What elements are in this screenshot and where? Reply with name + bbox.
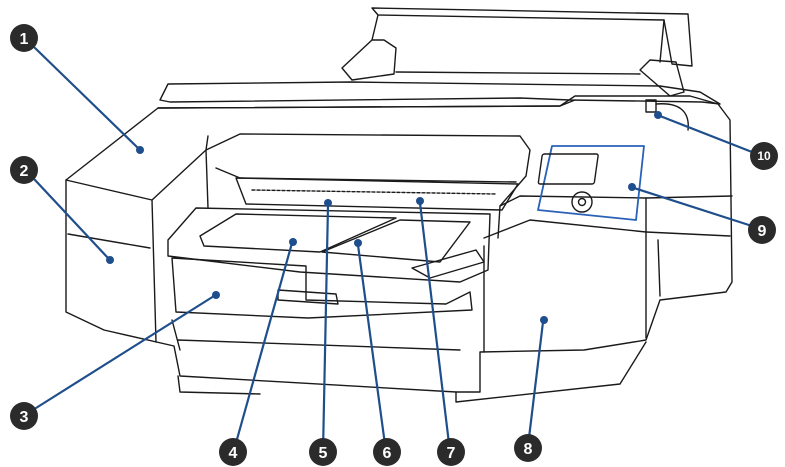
anchor-dot-5 <box>324 199 332 207</box>
front-cover-fold <box>216 168 516 182</box>
anchor-dot-7 <box>416 197 424 205</box>
cassette-bottom <box>172 320 460 350</box>
roll-spindle-right <box>640 60 684 96</box>
callout-label-9: 9 <box>758 223 767 240</box>
roll-cover-inner <box>372 15 664 62</box>
callout-label-4: 4 <box>229 445 238 462</box>
anchor-dot-8 <box>540 316 548 324</box>
callout-label-1: 1 <box>20 31 29 48</box>
leader-4 <box>234 243 292 450</box>
roll-spindle-left <box>342 40 396 80</box>
nav-dial <box>572 192 592 212</box>
front-cover <box>206 134 530 238</box>
leader-1 <box>35 48 138 148</box>
top-lid <box>160 82 720 104</box>
callout-5: 5 <box>309 438 337 466</box>
anchor-dot-3 <box>212 291 220 299</box>
tray-guide <box>412 250 484 278</box>
printer-outline <box>66 8 732 402</box>
leader-7 <box>420 203 450 452</box>
roll-edge <box>396 72 640 74</box>
callout-9: 9 <box>748 216 776 244</box>
left-side-top <box>152 136 208 200</box>
anchor-dot-1 <box>136 146 144 154</box>
cassette-handle <box>278 290 338 304</box>
callout-4: 4 <box>219 438 247 466</box>
roller-bar <box>252 190 496 194</box>
anchor-dot-6 <box>354 239 362 247</box>
callout-label-8: 8 <box>524 441 533 458</box>
roll-cover <box>372 8 692 66</box>
leader-5 <box>323 205 328 452</box>
paper-slot <box>236 178 518 210</box>
callout-label-6: 6 <box>383 445 392 462</box>
nav-dial-center <box>579 199 586 206</box>
callout-2: 2 <box>10 156 38 184</box>
anchor-dot-9 <box>628 183 636 191</box>
control-panel <box>538 146 644 220</box>
anchor-dot-4 <box>289 238 297 246</box>
left-panel-seam <box>68 234 150 248</box>
leader-2 <box>35 180 108 258</box>
output-tray <box>168 208 490 282</box>
callout-label-5: 5 <box>319 445 328 462</box>
right-side <box>646 196 732 296</box>
leader-3 <box>36 296 214 408</box>
leader-lines <box>35 48 752 452</box>
callout-label-2: 2 <box>20 163 29 180</box>
leader-10 <box>660 116 752 152</box>
callout-3: 3 <box>10 402 38 430</box>
right-front <box>484 220 646 352</box>
callout-10: 10 <box>750 142 778 170</box>
callout-6: 6 <box>373 438 401 466</box>
callout-label-10: 10 <box>757 149 771 163</box>
leader-9 <box>634 188 752 226</box>
callout-label-3: 3 <box>20 409 29 426</box>
callout-label-7: 7 <box>447 445 456 462</box>
printer-feet <box>178 342 646 402</box>
anchor-dot-10 <box>654 111 662 119</box>
callout-7: 7 <box>437 438 465 466</box>
leader-8 <box>528 322 543 446</box>
callout-1: 1 <box>10 24 38 52</box>
anchor-dot-2 <box>106 256 114 264</box>
callout-8: 8 <box>514 434 542 462</box>
